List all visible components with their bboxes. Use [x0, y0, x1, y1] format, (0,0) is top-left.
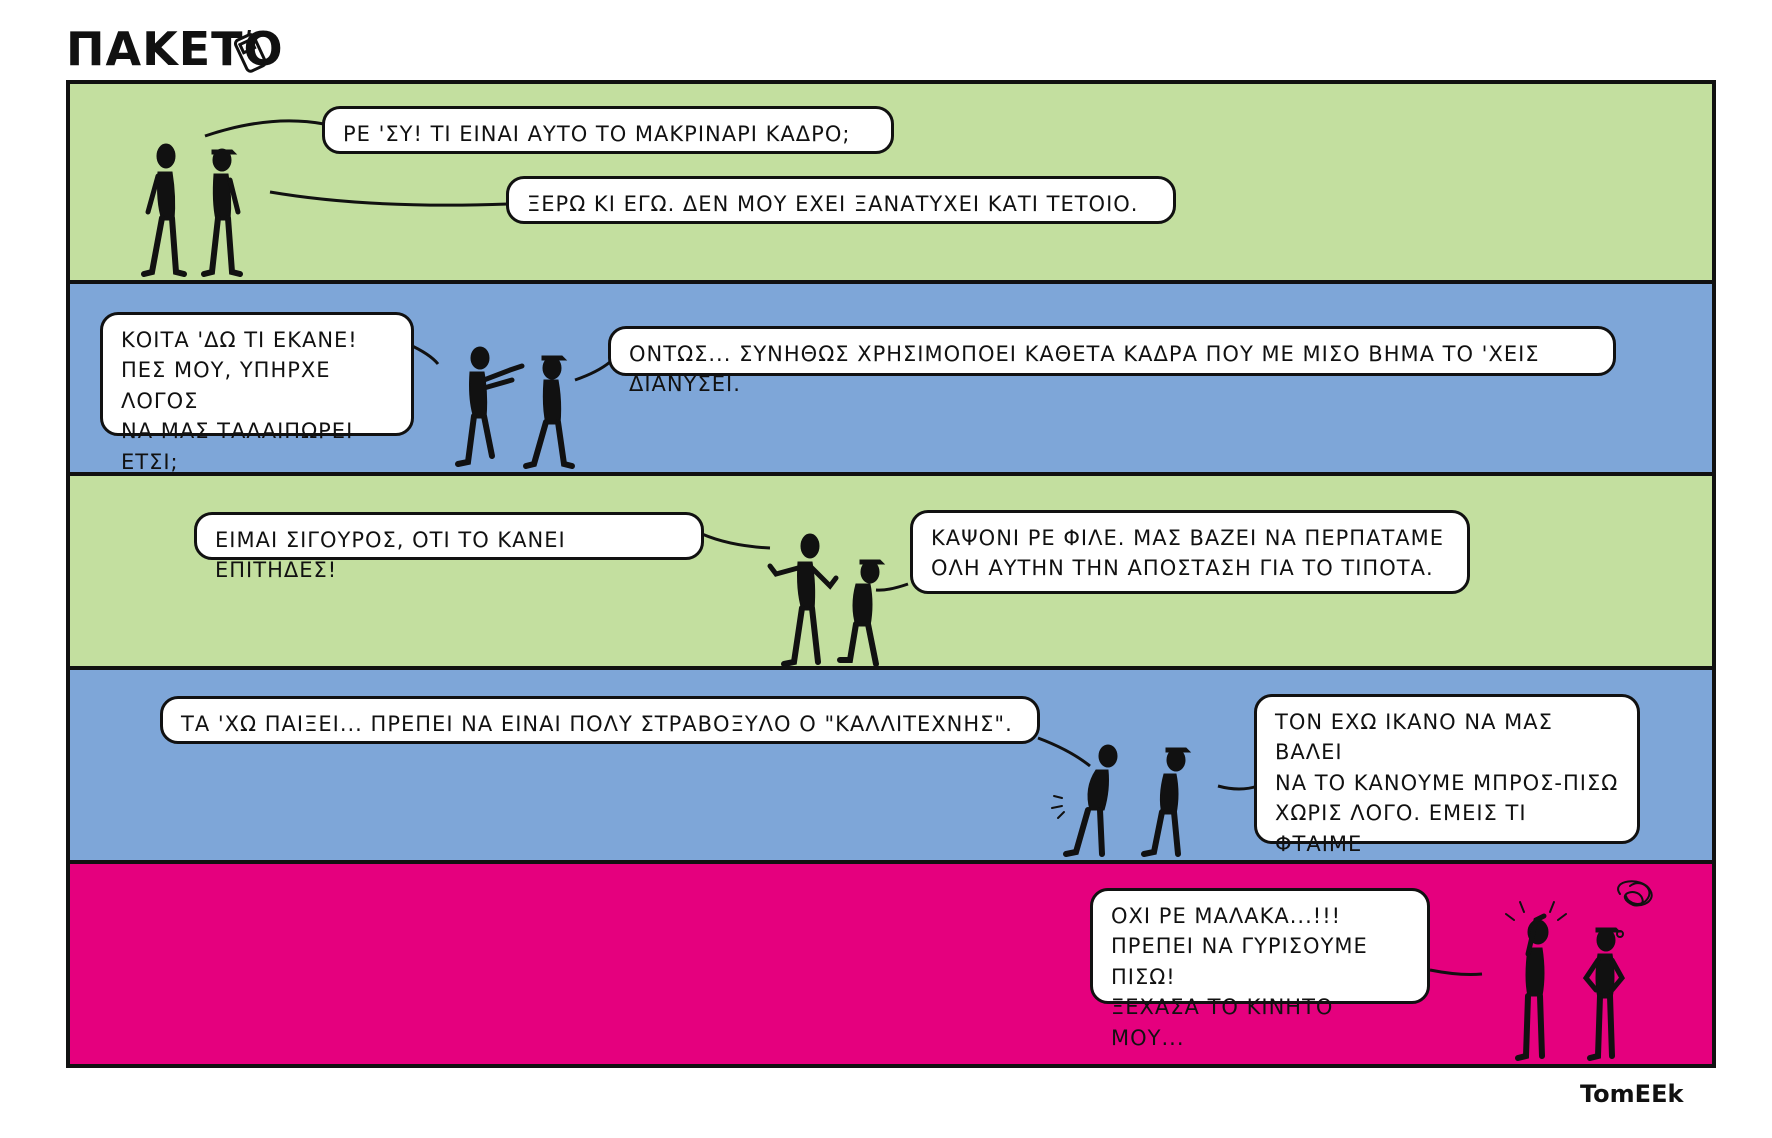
- speech-bubble: ΕΙΜΑΙ ΣΙΓΟΥΡΟΣ, ΟΤΙ ΤΟ ΚΑΝΕΙ ΕΠΙΤΗΔΕΣ!: [194, 512, 704, 582]
- panel-5: ΟΧΙ ΡΕ ΜΑΛΑΚΑ...!!! ΠΡΕΠΕΙ ΝΑ ΓΥΡΙΣΟΥΜΕ …: [70, 864, 1712, 1064]
- speech-bubble: ΤΟΝ ΕΧΩ ΙΚΑΝΟ ΝΑ ΜΑΣ ΒΑΛΕΙ ΝΑ ΤΟ ΚΑΝΟΥΜΕ…: [1254, 694, 1640, 917]
- comic-frame: ΡΕ 'ΣΥ! ΤΙ ΕΙΝΑΙ ΑΥΤΟ ΤΟ ΜΑΚΡΙΝΑΡΙ ΚΑΔΡΟ…: [66, 80, 1716, 1068]
- two-walking-figures: [1051, 744, 1192, 857]
- speech-tails: [1429, 968, 1483, 976]
- two-figures-shocked: [1505, 880, 1653, 1061]
- two-walking-figures: [767, 533, 886, 667]
- speech-bubble: ΟΧΙ ΡΕ ΜΑΛΑΚΑ...!!! ΠΡΕΠΕΙ ΝΑ ΓΥΡΙΣΟΥΜΕ …: [1090, 888, 1430, 1050]
- panel-2: ΚΟΙΤΑ 'ΔΩ ΤΙ ΕΚΑΝΕ! ΠΕΣ ΜΟΥ, ΥΠΗΡΧΕ ΛΟΓΟ…: [70, 284, 1712, 476]
- speech-bubble: ΡΕ 'ΣΥ! ΤΙ ΕΙΝΑΙ ΑΥΤΟ ΤΟ ΜΑΚΡΙΝΑΡΙ ΚΑΔΡΟ…: [322, 106, 894, 154]
- two-walking-figures: [141, 143, 243, 277]
- phone-icon: [233, 30, 267, 73]
- panel-1: ΡΕ 'ΣΥ! ΤΙ ΕΙΝΑΙ ΑΥΤΟ ΤΟ ΜΑΚΡΙΝΑΡΙ ΚΑΔΡΟ…: [70, 84, 1712, 284]
- panel-4: ΤΑ 'ΧΩ ΠΑΙΞΕΙ... ΠΡΕΠΕΙ ΝΑ ΕΙΝΑΙ ΠΟΛΥ ΣΤ…: [70, 670, 1712, 917]
- panel-3: ΕΙΜΑΙ ΣΙΓΟΥΡΟΣ, ΟΤΙ ΤΟ ΚΑΝΕΙ ΕΠΙΤΗΔΕΣ! Κ…: [70, 476, 1712, 670]
- speech-bubble: ΚΑΨΟΝΙ ΡΕ ΦΙΛΕ. ΜΑΣ ΒΑΖΕΙ ΝΑ ΠΕΡΠΑΤΑΜΕ Ο…: [910, 510, 1470, 594]
- speech-bubble: ΞΕΡΩ ΚΙ ΕΓΩ. ΔΕΝ ΜΟΥ ΕΧΕΙ ΞΑΝΑΤΥΧΕΙ ΚΑΤΙ…: [506, 176, 1176, 224]
- two-walking-figures: [455, 346, 575, 469]
- speech-bubble: ΟΝΤΩΣ... ΣΥΝΗΘΩΣ ΧΡΗΣΙΜΟΠΟΕΙ ΚΑΘΕΤΑ ΚΑΔΡ…: [608, 326, 1616, 396]
- speech-bubble: ΤΑ 'ΧΩ ΠΑΙΞΕΙ... ΠΡΕΠΕΙ ΝΑ ΕΙΝΑΙ ΠΟΛΥ ΣΤ…: [160, 696, 1040, 744]
- artist-signature: TomEEk: [1580, 1080, 1684, 1108]
- speech-bubble: ΚΟΙΤΑ 'ΔΩ ΤΙ ΕΚΑΝΕ! ΠΕΣ ΜΟΥ, ΥΠΗΡΧΕ ΛΟΓΟ…: [100, 312, 414, 474]
